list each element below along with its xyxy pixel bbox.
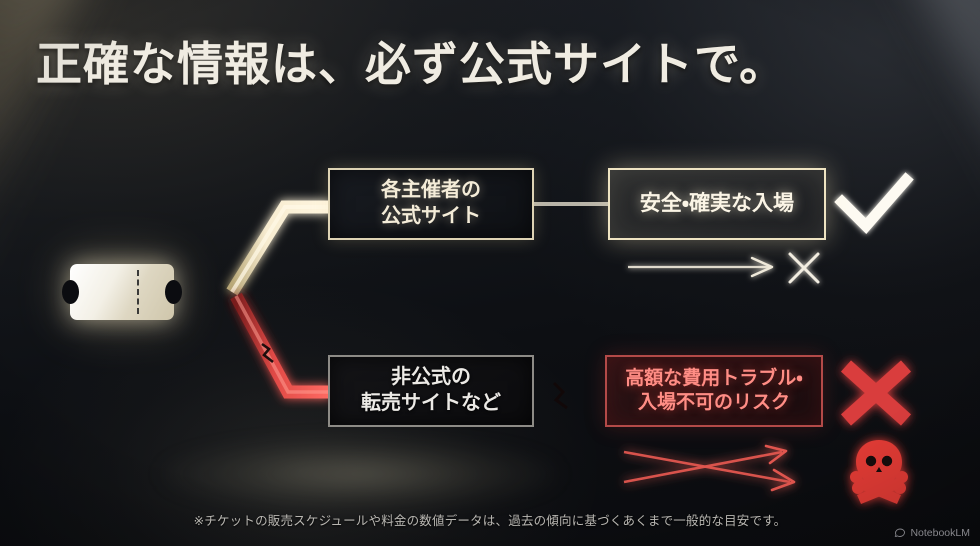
- good-check-icon: [834, 172, 914, 235]
- skull-crossbones-icon: [850, 440, 908, 504]
- good-secondary-arrow: [628, 256, 774, 278]
- node-unofficial-resale[interactable]: 非公式の 転売サイトなど: [328, 355, 534, 427]
- node-official-site-label: 各主催者の 公式サイト: [381, 179, 481, 227]
- node-safe-entry[interactable]: 安全・確実な入場: [608, 168, 826, 240]
- ticket-notch-right: [165, 280, 182, 304]
- good-small-x-icon: [788, 252, 820, 284]
- node-official-site[interactable]: 各主催者の 公式サイト: [328, 168, 534, 240]
- ticket-perforation: [136, 270, 139, 314]
- notebooklm-watermark-label: NotebookLM: [910, 527, 970, 539]
- page-title: 正確な情報は、必ず公式サイトで。: [36, 39, 787, 90]
- notebooklm-logo-icon: [895, 528, 906, 537]
- ticket-notch-left: [62, 280, 79, 304]
- ticket-icon: [62, 264, 182, 320]
- bad-crossed-arrows-icon: [623, 444, 796, 492]
- node-risk-outcome-label: 高額な費用トラブル・ 入場不可のリスク: [625, 367, 803, 413]
- node-unofficial-resale-label: 非公式の 転売サイトなど: [361, 366, 501, 414]
- notebooklm-watermark: NotebookLM: [894, 527, 970, 539]
- ticket-body: [70, 264, 174, 320]
- footnote-disclaimer: ※チケットの販売スケジュールや料金の数値データは、過去の傾向に基づくあくまで一般…: [193, 514, 787, 528]
- bad-x-icon: [840, 360, 912, 426]
- node-risk-outcome[interactable]: 高額な費用トラブル・ 入場不可のリスク: [605, 355, 823, 427]
- node-safe-entry-label: 安全・確実な入場: [639, 191, 795, 215]
